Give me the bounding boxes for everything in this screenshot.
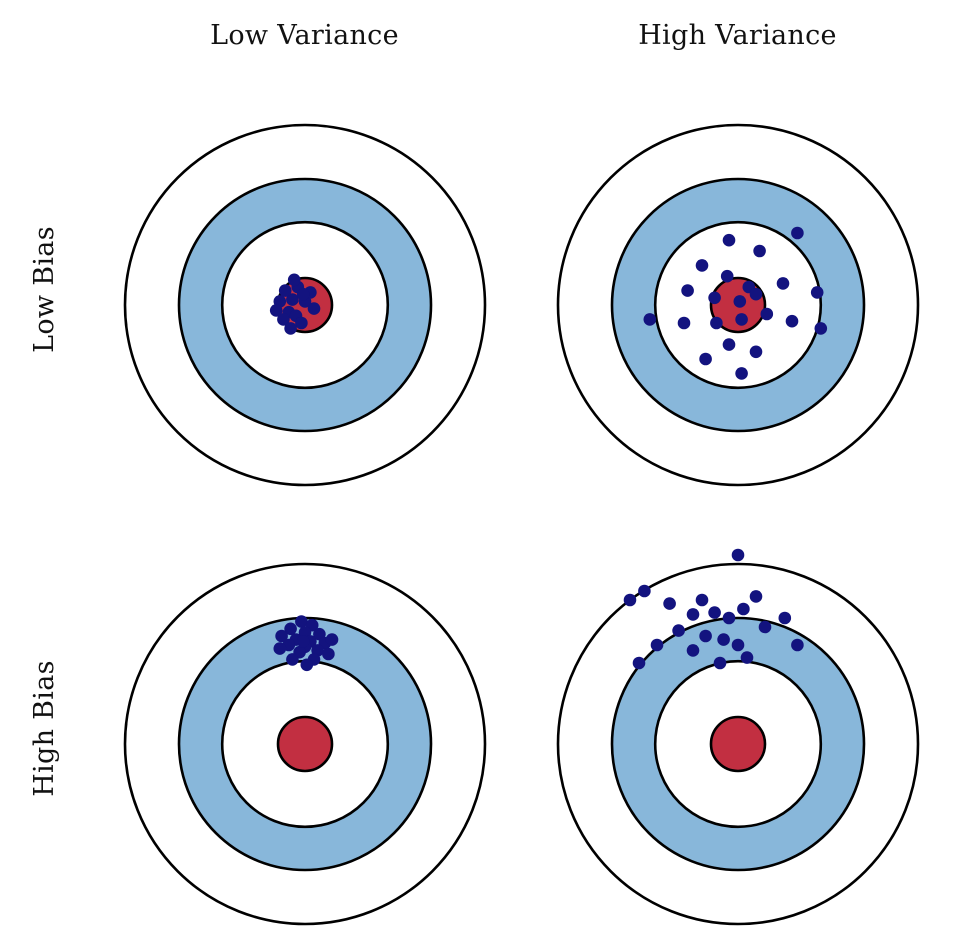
- row-label-low-bias: Low Bias: [28, 226, 60, 353]
- prediction-dot: [274, 629, 288, 642]
- prediction-dot: [637, 584, 651, 597]
- prediction-dot: [722, 233, 735, 246]
- prediction-dot: [294, 614, 308, 628]
- prediction-dot: [273, 641, 286, 655]
- prediction-dot: [307, 301, 320, 315]
- prediction-dot: [758, 620, 771, 633]
- prediction-dot: [749, 287, 762, 300]
- prediction-dot: [283, 622, 297, 635]
- prediction-dot: [677, 316, 690, 329]
- prediction-dot: [283, 321, 297, 335]
- prediction-dot: [325, 632, 338, 646]
- prediction-dot: [736, 602, 750, 615]
- target-high-bias-low-variance: [123, 562, 486, 925]
- prediction-dot: [321, 647, 335, 660]
- prediction-dot: [731, 548, 744, 561]
- cell-low-bias-high-variance: [521, 70, 954, 509]
- cell-high-bias-high-variance: [521, 509, 954, 948]
- prediction-dot: [269, 303, 282, 317]
- prediction-dot: [300, 658, 313, 671]
- prediction-dot: [709, 316, 723, 329]
- prediction-dot: [671, 623, 685, 637]
- prediction-dot: [720, 269, 733, 282]
- prediction-dot: [778, 611, 791, 624]
- prediction-dot: [278, 283, 291, 297]
- prediction-dot: [294, 316, 308, 329]
- prediction-dot: [662, 596, 676, 610]
- prediction-dot: [722, 337, 735, 351]
- prediction-dot: [695, 258, 708, 272]
- prediction-dot: [650, 638, 663, 651]
- prediction-dot: [285, 652, 299, 666]
- prediction-dot: [740, 650, 753, 664]
- prediction-dot: [810, 285, 823, 299]
- prediction-dot: [632, 656, 645, 669]
- prediction-dot: [623, 593, 636, 606]
- target-bullseye-center: [276, 715, 333, 772]
- prediction-dot: [716, 632, 730, 646]
- prediction-dot: [707, 605, 721, 619]
- prediction-dot: [643, 312, 656, 326]
- prediction-dot: [698, 352, 712, 365]
- column-header-low-variance: Low Variance: [210, 19, 399, 51]
- prediction-dot: [733, 294, 746, 308]
- prediction-dot: [731, 638, 744, 651]
- prediction-dot: [722, 611, 735, 624]
- column-header-high-variance: High Variance: [638, 19, 837, 51]
- prediction-dot: [686, 643, 699, 657]
- prediction-dot: [276, 312, 290, 326]
- target-low-bias-high-variance: [556, 123, 919, 486]
- prediction-dot: [686, 607, 699, 621]
- prediction-dot: [760, 307, 773, 320]
- prediction-dot: [296, 287, 309, 300]
- prediction-dot: [749, 345, 762, 358]
- prediction-dot: [713, 656, 726, 669]
- prediction-dot: [698, 629, 712, 642]
- prediction-dot: [814, 321, 827, 335]
- prediction-dot: [785, 314, 798, 327]
- target-low-bias-low-variance: [123, 123, 486, 486]
- prediction-dot: [752, 244, 766, 257]
- prediction-dot: [734, 312, 748, 326]
- prediction-dot: [285, 292, 299, 306]
- target-high-bias-high-variance: [556, 548, 919, 925]
- top-left-spacer: [0, 0, 88, 70]
- prediction-dot: [680, 283, 694, 297]
- row-label-high-bias: High Bias: [28, 660, 60, 797]
- prediction-dot: [749, 589, 762, 603]
- prediction-dot: [790, 226, 804, 239]
- prediction-dot: [734, 366, 748, 380]
- prediction-dot: [695, 593, 708, 606]
- prediction-dot: [776, 276, 789, 290]
- row-header-high-bias: High Bias: [0, 509, 88, 948]
- prediction-dot: [790, 638, 804, 651]
- prediction-dot: [287, 273, 300, 286]
- target-bullseye-center: [709, 715, 766, 772]
- cell-low-bias-low-variance: [88, 70, 521, 509]
- cell-high-bias-low-variance: [88, 509, 521, 948]
- prediction-dot: [296, 634, 309, 648]
- prediction-dot: [707, 291, 721, 304]
- row-header-low-bias: Low Bias: [0, 70, 88, 509]
